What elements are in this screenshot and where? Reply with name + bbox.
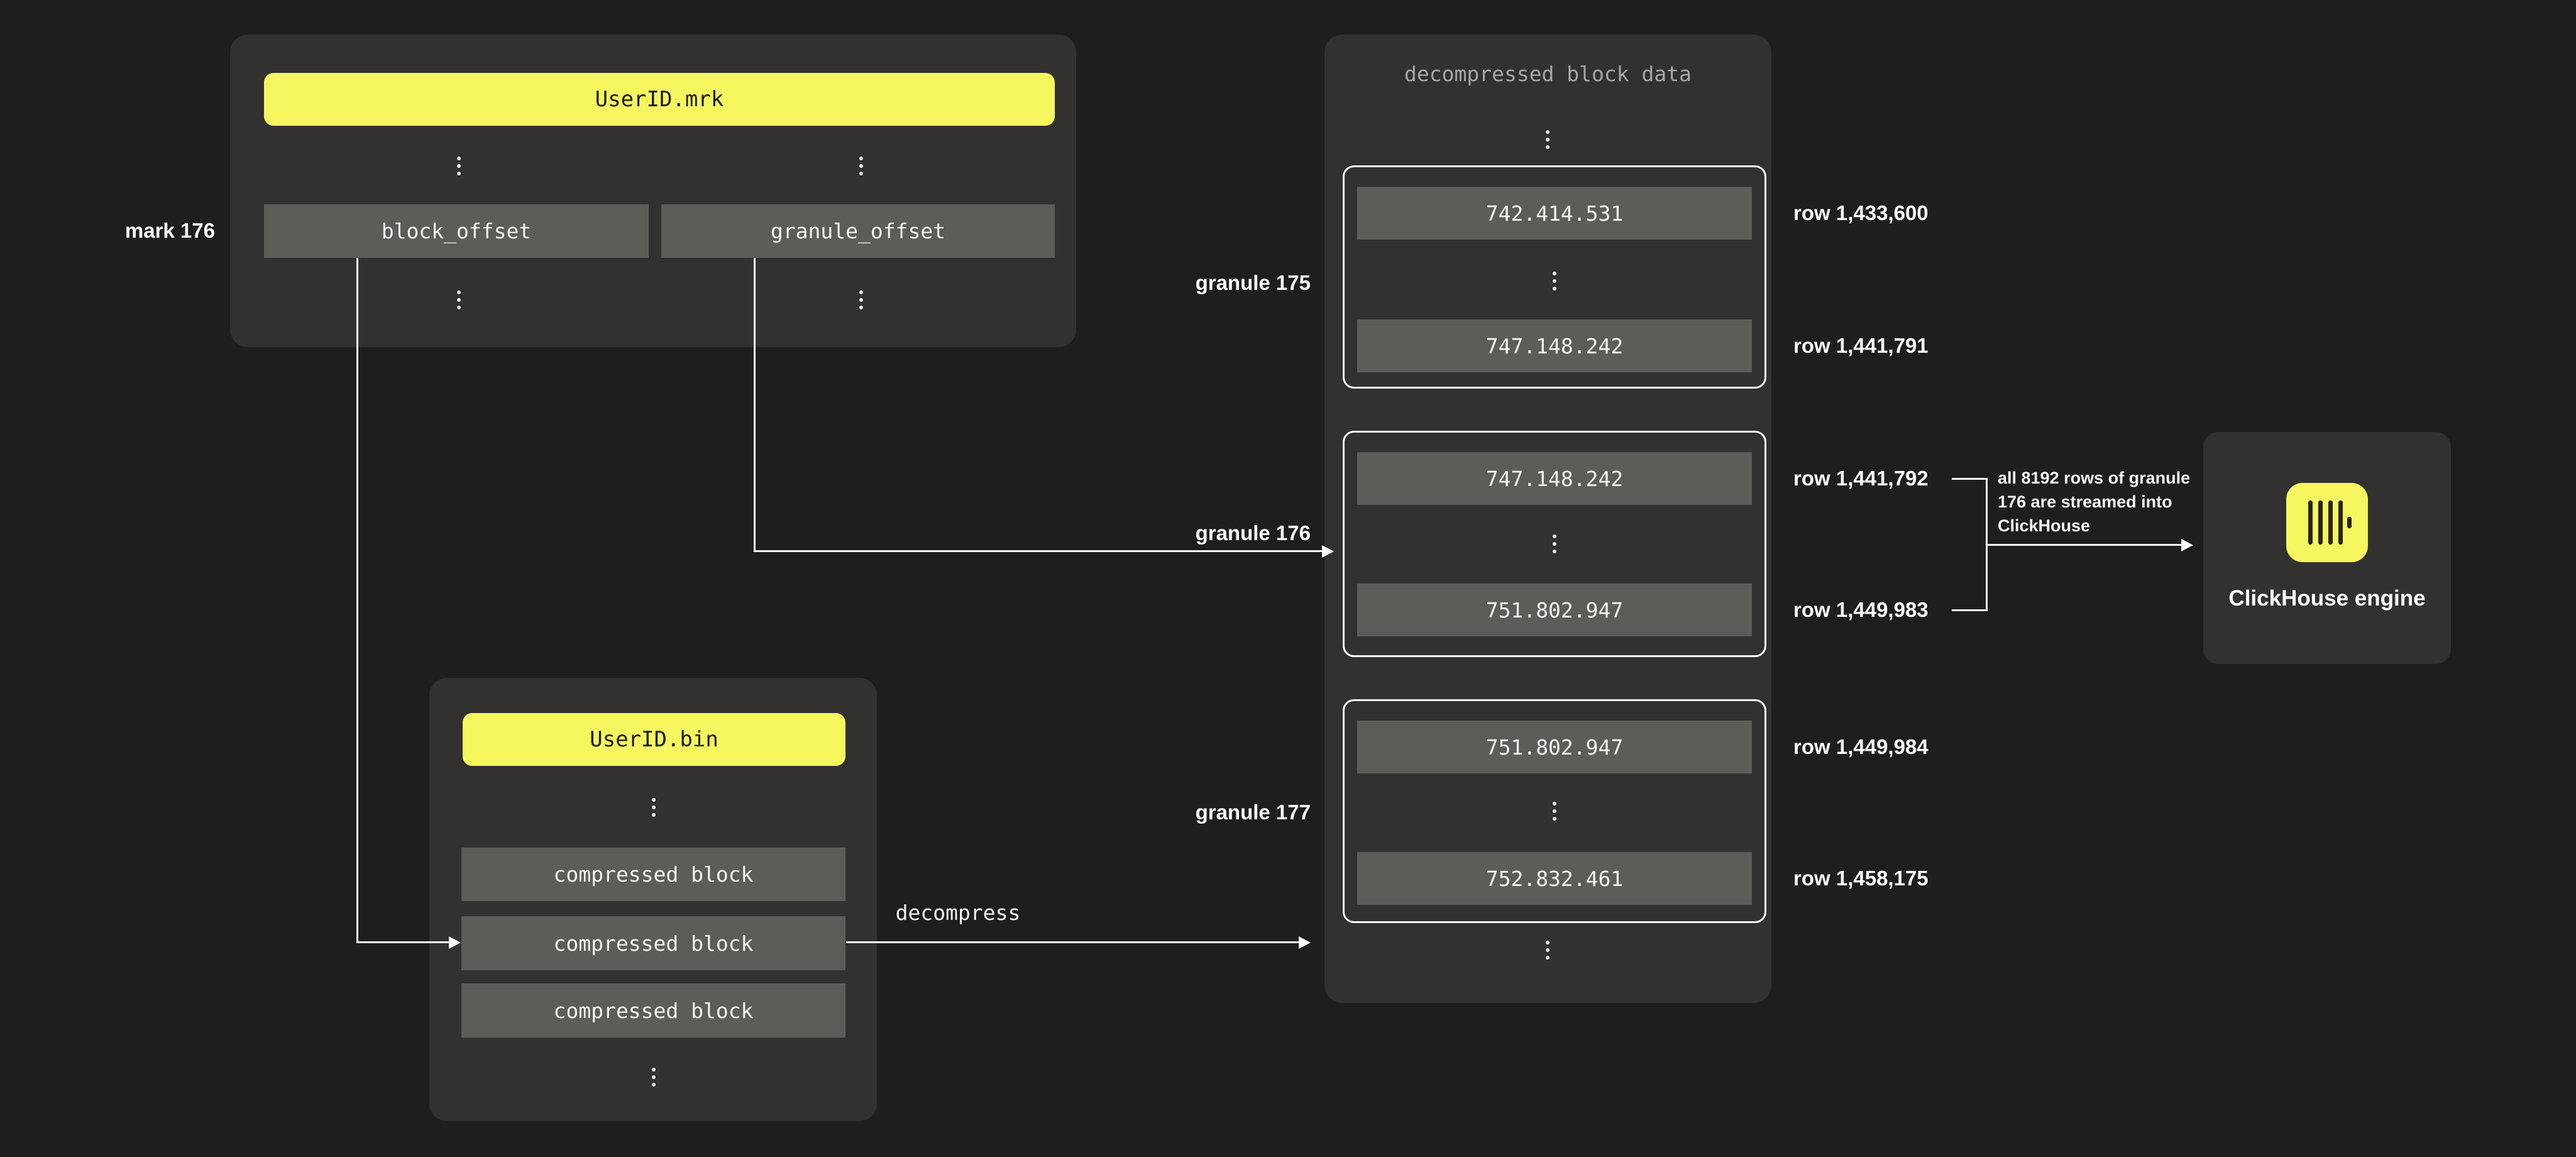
mrk-file-title: UserID.mrk	[595, 87, 724, 112]
row-label: row 1,449,984	[1793, 735, 1929, 758]
clickhouse-engine-box: ClickHouse engine	[2203, 432, 2451, 664]
compressed-block-label: compressed block	[553, 862, 754, 887]
arrow-decompress	[846, 941, 1300, 943]
streaming-annotation: all 8192 rows of granule 176 are streame…	[1998, 468, 2191, 535]
arrow-block-offset-vertical	[356, 258, 358, 943]
arrow-block-offset-horizontal	[356, 941, 450, 943]
compressed-block-2: compressed block	[461, 916, 845, 970]
compressed-block-1: compressed block	[461, 848, 845, 901]
decompressed-panel-title: decompressed block data	[1404, 62, 1692, 86]
row-label: row 1,458,175	[1793, 866, 1929, 890]
block-offset-label: block_offset	[381, 219, 532, 243]
value-box: 751.802.947	[1357, 721, 1752, 773]
vertical-ellipsis-icon	[652, 1068, 656, 1087]
bracket-bottom-stub	[1952, 609, 1988, 611]
granule-offset-field: granule_offset	[661, 204, 1055, 258]
mrk-file-header: UserID.mrk	[264, 73, 1055, 126]
decompress-label: decompress	[895, 900, 1021, 925]
bracket-top-stub	[1952, 478, 1988, 480]
bracket-vertical	[1986, 478, 1988, 611]
clickhouse-logo-icon	[2286, 483, 2368, 562]
granule-176-first-value: 747.148.242	[1485, 466, 1624, 491]
granule-177-last-value: 752.832.461	[1485, 866, 1624, 891]
vertical-ellipsis-icon	[1546, 130, 1549, 149]
row-label: row 1,449,983	[1793, 598, 1929, 621]
granule-177-box	[1343, 699, 1766, 923]
granule-176-box	[1343, 431, 1766, 657]
row-label: row 1,433,600	[1793, 201, 1929, 224]
arrowhead-icon	[1299, 936, 1311, 949]
clickhouse-engine-label: ClickHouse engine	[2228, 586, 2426, 611]
vertical-ellipsis-icon	[859, 157, 863, 175]
vertical-ellipsis-icon	[1553, 272, 1556, 291]
vertical-ellipsis-icon	[457, 291, 461, 309]
arrow-granule-offset-horizontal	[754, 550, 1323, 552]
granule-175-first-value: 742.414.531	[1485, 201, 1624, 226]
granule-offset-label: granule_offset	[770, 219, 946, 243]
arrowhead-icon	[2181, 539, 2193, 551]
bin-file-header: UserID.bin	[463, 713, 845, 766]
vertical-ellipsis-icon	[1553, 802, 1556, 821]
vertical-ellipsis-icon	[457, 157, 461, 175]
value-box: 752.832.461	[1357, 852, 1752, 905]
granule-177-label: granule 177	[1195, 800, 1311, 824]
vertical-ellipsis-icon	[652, 798, 656, 817]
granule-175-label: granule 175	[1195, 271, 1311, 294]
row-label: row 1,441,792	[1793, 467, 1929, 490]
granule-175-last-value: 747.148.242	[1485, 333, 1624, 358]
vertical-ellipsis-icon	[1546, 941, 1549, 960]
compressed-block-label: compressed block	[553, 931, 754, 956]
mark-176-label: mark 176	[124, 219, 215, 242]
mrk-file-panel: UserID.mrk block_offset granule_offset	[230, 35, 1076, 347]
row-label: row 1,441,791	[1793, 334, 1929, 357]
granule-177-first-value: 751.802.947	[1485, 734, 1624, 760]
compressed-block-label: compressed block	[553, 998, 754, 1023]
value-box: 742.414.531	[1357, 187, 1752, 240]
vertical-ellipsis-icon	[1553, 534, 1556, 553]
arrow-granule-offset-vertical	[754, 258, 756, 552]
bin-file-panel: UserID.bin compressed block compressed b…	[429, 678, 877, 1121]
granule-176-label: granule 176	[1195, 521, 1311, 545]
arrow-to-engine	[1988, 544, 2182, 546]
value-box: 747.148.242	[1357, 452, 1752, 505]
value-box: 747.148.242	[1357, 319, 1752, 372]
value-box: 751.802.947	[1357, 584, 1752, 636]
granule-175-box	[1343, 165, 1766, 389]
granule-176-last-value: 751.802.947	[1485, 597, 1624, 623]
arrowhead-icon	[449, 936, 461, 949]
arrowhead-icon	[1322, 545, 1334, 558]
vertical-ellipsis-icon	[859, 291, 863, 309]
compressed-block-3: compressed block	[461, 983, 845, 1038]
bin-file-title: UserID.bin	[590, 727, 718, 752]
block-offset-field: block_offset	[264, 204, 649, 258]
